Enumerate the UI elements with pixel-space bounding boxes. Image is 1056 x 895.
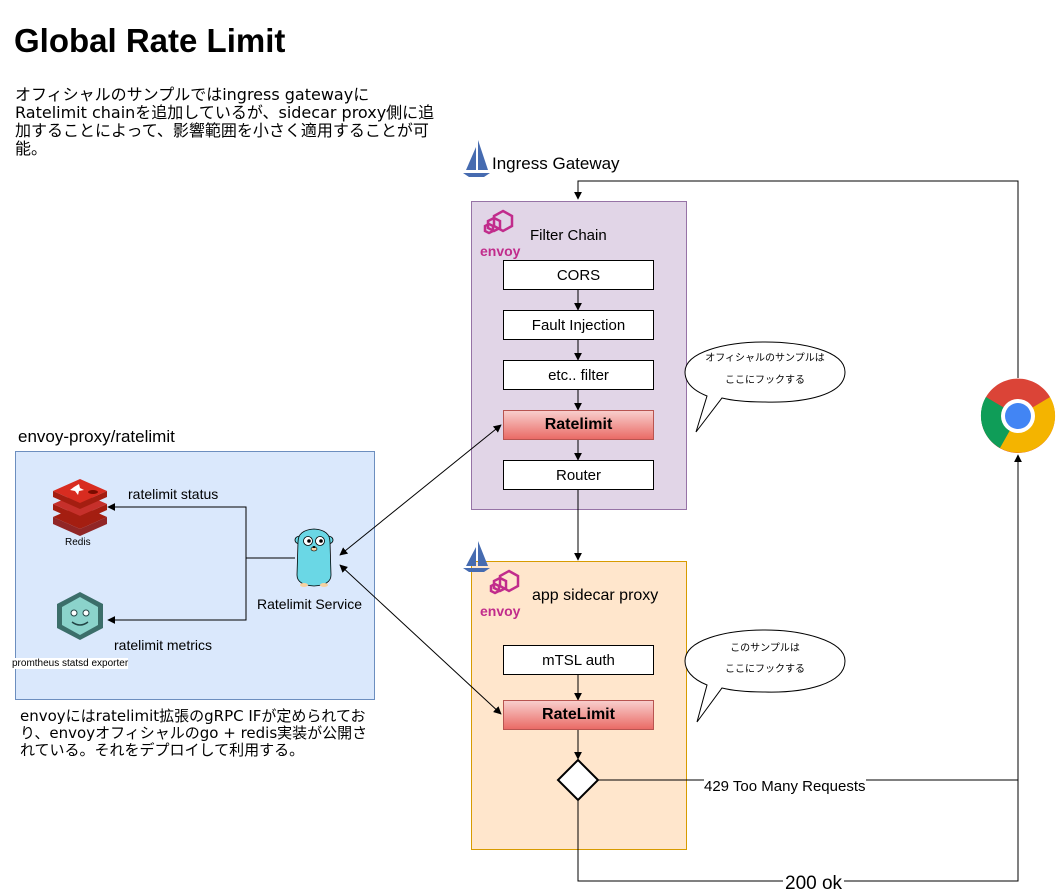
- arrow-metrics-to-exporter: [107, 558, 247, 624]
- filter-ratelimit-ingress: Ratelimit: [503, 410, 654, 440]
- callout-sidecar-line1: このサンプルは: [730, 643, 800, 654]
- decision-diamond: [556, 758, 600, 802]
- path-429-response: [598, 454, 1022, 781]
- response-429-label: 429 Too Many Requests: [704, 778, 866, 795]
- envoy-logo-text-sidecar: envoy: [480, 603, 521, 619]
- ratelimit-container-title: envoy-proxy/ratelimit: [18, 427, 175, 446]
- callout-sidecar-line2: ここにフックする: [725, 664, 805, 675]
- intro-text: オフィシャルのサンプルではingress gatewayにRatelimit c…: [15, 85, 435, 158]
- exporter-icon: [57, 592, 103, 640]
- filter-cors: CORS: [503, 260, 654, 290]
- redis-icon: [53, 479, 107, 536]
- callout-bubble-ingress: [684, 341, 846, 433]
- grpc-link-sidecar: [339, 564, 502, 715]
- exporter-label: promtheus statsd exporter: [12, 658, 129, 669]
- istio-sail-icon: [463, 140, 490, 177]
- filter-fault-injection: Fault Injection: [503, 310, 654, 340]
- ratelimit-metrics-label: ratelimit metrics: [114, 637, 213, 653]
- callout-bubble-sidecar: [684, 629, 846, 723]
- ingress-gateway-label: Ingress Gateway: [492, 154, 620, 173]
- page-title: Global Rate Limit: [14, 22, 286, 59]
- filter-mtls-auth: mTSL auth: [503, 645, 654, 675]
- chrome-icon: [980, 378, 1056, 453]
- envoy-logo-text: envoy: [480, 243, 521, 259]
- response-200-label: 200 ok: [783, 873, 845, 895]
- path-200-response: [577, 780, 1019, 882]
- ratelimit-status-label: ratelimit status: [128, 486, 219, 502]
- grpc-link-ingress: [339, 424, 502, 556]
- istio-sail-icon-sidecar: [463, 541, 490, 572]
- arrow-status-to-redis: [107, 503, 295, 559]
- envoy-logo-icon-sidecar: [489, 569, 520, 595]
- callout-ingress-line2: ここにフックする: [725, 375, 805, 386]
- callout-ingress-line1: オフィシャルのサンプルは: [705, 353, 825, 364]
- envoy-logo-icon: [483, 209, 514, 235]
- filter-chain-label: Filter Chain: [530, 227, 607, 244]
- filter-router: Router: [503, 460, 654, 490]
- filter-etc: etc.. filter: [503, 360, 654, 390]
- gopher-icon: [294, 528, 334, 587]
- redis-label: Redis: [65, 537, 91, 548]
- sidecar-proxy-label: app sidecar proxy: [532, 587, 659, 604]
- path-client-request: [574, 180, 1019, 378]
- ratelimit-service-label: Ratelimit Service: [257, 596, 363, 612]
- filter-ratelimit-sidecar: RateLimit: [503, 700, 654, 730]
- ratelimit-note: envoyにはratelimit拡張のgRPC IFが定められており、envoy…: [20, 707, 368, 759]
